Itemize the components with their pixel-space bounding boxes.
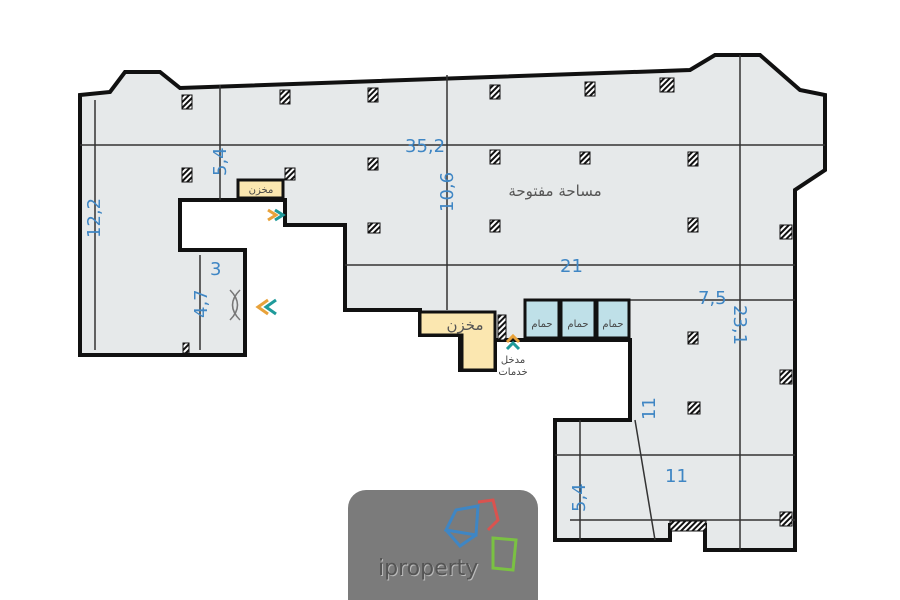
iproperty-logo: iproperty: [348, 490, 538, 600]
bathroom-label-3: حمام: [602, 319, 623, 330]
dim-notch-height: 4,7: [191, 289, 212, 318]
bathrooms: [523, 298, 631, 340]
dim-left-depth: 5,4: [210, 147, 231, 176]
service-entrance-line1: مدخل: [501, 355, 525, 366]
bathroom-label-2: حمام: [567, 319, 588, 330]
service-entrance-line2: خدمات: [498, 367, 527, 378]
dim-middle-length: 21: [560, 256, 583, 277]
dim-notch-width: 3: [210, 259, 221, 280]
dim-wing-height: 11: [639, 397, 660, 420]
bathroom-label-1: حمام: [531, 319, 552, 330]
open-area-label: مساحة مفتوحة: [508, 182, 601, 200]
storage-label-2: مخزن: [446, 316, 483, 334]
storage-label-1: مخزن: [249, 185, 274, 196]
logo-text: iproperty: [378, 556, 479, 581]
dim-left-height: 12,2: [84, 198, 105, 238]
cube-logo-icon: [443, 498, 518, 572]
dim-right-height: 23,1: [729, 305, 750, 345]
dim-center-depth: 10,6: [437, 172, 458, 212]
dim-top-length: 35,2: [405, 136, 445, 157]
entrance-markers: [229, 208, 521, 351]
dim-wing-bottom: 5,4: [569, 483, 590, 512]
dim-wing-width: 11: [665, 466, 688, 487]
columns: [181, 77, 793, 532]
storage-rooms: [236, 178, 497, 372]
dim-right-width: 7,5: [698, 288, 727, 309]
grid-lines: [80, 55, 825, 550]
